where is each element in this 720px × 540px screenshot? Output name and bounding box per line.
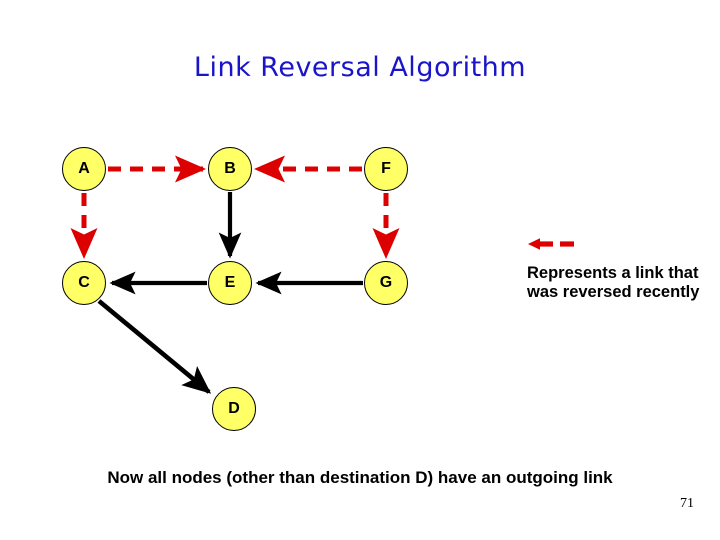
graph-node-c-label: C [78,274,90,291]
graph-node-d[interactable]: D [212,387,256,431]
graph-node-f-label: F [381,160,391,177]
graph-node-f[interactable]: F [364,147,408,191]
graph-node-g[interactable]: G [364,261,408,305]
graph-node-g-label: G [379,274,393,291]
graph-node-b-label: B [224,160,236,177]
graph-node-c[interactable]: C [62,261,106,305]
graph-node-e[interactable]: E [208,261,252,305]
red-dashed-left-arrow-icon [528,238,574,250]
graph-node-a-label: A [78,160,90,177]
graph-node-b[interactable]: B [208,147,252,191]
edge-c-to-d [97,299,212,394]
slide-caption: Now all nodes (other than destination D)… [107,468,613,487]
graph-node-d-label: D [228,400,240,417]
page-number: 71 [680,496,694,511]
legend-description: Represents a link that was reversed rece… [527,264,700,301]
legend: Represents a link that was reversed rece… [527,234,707,302]
page-title: Link Reversal Algorithm [193,52,527,83]
graph-node-a[interactable]: A [62,147,106,191]
graph-node-e-label: E [224,274,236,291]
